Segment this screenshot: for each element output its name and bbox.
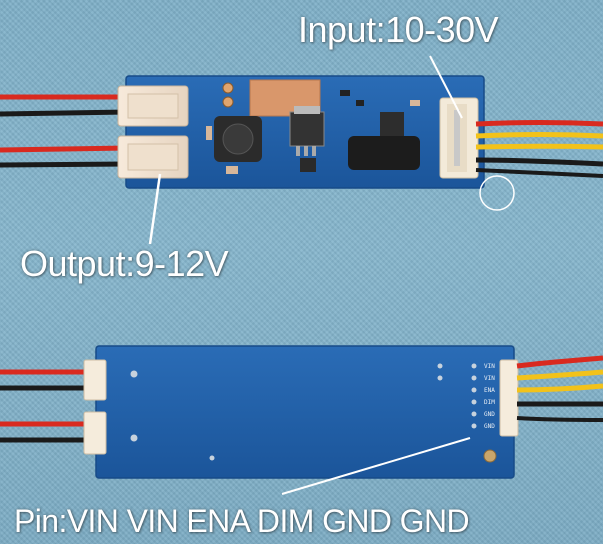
output-connectors [117,85,189,179]
pin-callout-line [281,437,471,495]
capacitor [348,136,420,170]
silk-pin-2: VIN [484,375,495,382]
components [206,79,420,174]
output-callout-line [148,173,162,245]
top-board [0,55,603,245]
bottom-left-connectors [83,359,107,455]
pin-caption: Pin:VIN VIN ENA DIM GND GND [14,503,470,539]
silk-pin-3: ENA [484,387,495,394]
output-caption: Output:9-12V [20,243,229,284]
output-wires [0,94,131,168]
input-caption: Input:10-30V [298,9,499,50]
input-wires [475,120,603,178]
bottom-right-wires [516,355,603,422]
bottom-right-connector [499,359,519,437]
solder-pads [130,363,497,463]
input-connector [439,97,479,179]
bottom-left-wires [0,369,90,443]
mosfet [289,111,325,147]
silk-pin-4: DIM [484,399,495,406]
bottom-pcb [95,345,515,479]
silk-pin-1: VIN [484,363,495,370]
bottom-board [0,345,603,495]
silk-pin-6: GND [484,423,495,430]
pin-marker-circle [479,175,515,211]
silk-pin-5: GND [484,411,495,418]
input-callout-line [429,55,463,119]
